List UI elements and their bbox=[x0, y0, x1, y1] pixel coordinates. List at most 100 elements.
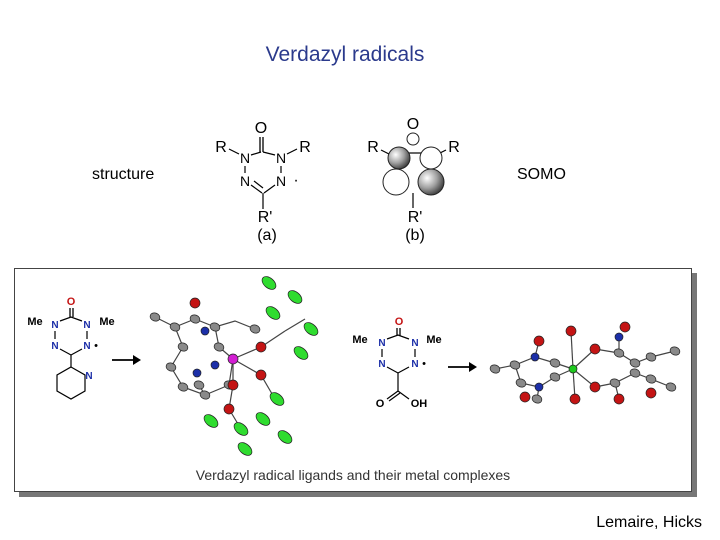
fluorine-atom bbox=[261, 276, 277, 290]
carbon-atom bbox=[199, 390, 211, 400]
pyridine-n: N bbox=[85, 371, 92, 382]
atom-n4: N bbox=[276, 173, 286, 189]
metal-atom bbox=[568, 364, 578, 374]
carbon-atom bbox=[165, 362, 177, 372]
reaction-arrow-2 bbox=[448, 362, 477, 372]
author-credit: Lemaire, Hicks bbox=[596, 514, 702, 531]
atom-o: O bbox=[407, 116, 419, 133]
atom-n: N bbox=[378, 338, 385, 349]
atom-n: N bbox=[411, 359, 418, 370]
panel-caption: Verdazyl radical ligands and their metal… bbox=[195, 467, 511, 483]
somo-label: SOMO bbox=[517, 166, 566, 183]
substituent-r-prime: R' bbox=[408, 209, 423, 226]
carbon-atom bbox=[645, 374, 657, 384]
caption-b: (b) bbox=[405, 227, 425, 244]
oxygen-atom bbox=[533, 335, 545, 347]
oxygen-atom bbox=[565, 325, 577, 337]
fluorine-atom bbox=[233, 422, 249, 436]
carbon-atom bbox=[669, 346, 681, 356]
carbon-atom bbox=[193, 380, 205, 390]
oxygen-atom bbox=[589, 381, 601, 393]
acid-o: O bbox=[376, 398, 385, 410]
structure-a: O R R N N N N · R' (a) bbox=[215, 120, 311, 244]
carbon-atom bbox=[177, 342, 189, 352]
carbon-atom bbox=[665, 382, 677, 392]
structure-label: structure bbox=[92, 166, 155, 183]
carbon-atom bbox=[489, 364, 501, 374]
oxygen-atom bbox=[519, 391, 531, 403]
reaction-arrow-1 bbox=[112, 355, 141, 365]
radical-dot: • bbox=[94, 340, 98, 352]
structure-b: O R R R' (b) bbox=[367, 116, 460, 244]
panel-frame: O Me Me N N N N • N bbox=[14, 268, 692, 492]
fluorine-atom bbox=[269, 392, 285, 406]
carbon-atom bbox=[515, 378, 527, 388]
carbon-atom bbox=[209, 322, 221, 332]
oxygen-atom bbox=[613, 393, 625, 405]
atom-n3: N bbox=[240, 173, 250, 189]
carbon-atom bbox=[549, 372, 561, 382]
fluorine-atom bbox=[203, 414, 219, 428]
methyl-right: Me bbox=[426, 334, 441, 346]
atom-r-left: R bbox=[215, 139, 227, 156]
oxygen-atom bbox=[227, 379, 239, 391]
fluorine-atom bbox=[303, 322, 319, 336]
carbon-atom bbox=[509, 360, 521, 370]
fluorine-atom bbox=[237, 442, 253, 456]
verdazyl-structure-diagram: O R R N N N N · R' (a) O R R bbox=[215, 116, 460, 244]
atom-n: N bbox=[378, 359, 385, 370]
atom-o: O bbox=[395, 316, 404, 328]
nitrogen-atom bbox=[534, 382, 544, 392]
radical-dot: · bbox=[293, 172, 298, 189]
carbon-atom bbox=[177, 382, 189, 392]
page-title: Verdazyl radicals bbox=[265, 43, 425, 66]
orbital-lobe-shaded bbox=[417, 168, 445, 196]
atom-r-right: R bbox=[448, 139, 460, 156]
carbon-atom bbox=[549, 358, 561, 368]
substituent-r-prime: R' bbox=[258, 209, 273, 226]
methyl-right: Me bbox=[99, 316, 114, 328]
ligand-2-structure: O Me Me N N N N • O OH bbox=[352, 316, 441, 410]
nitrogen-atom bbox=[530, 352, 540, 362]
fluorine-atom bbox=[277, 430, 293, 444]
carbon-atom bbox=[249, 324, 261, 334]
atom-r-left: R bbox=[367, 139, 379, 156]
oxygen-atom bbox=[255, 369, 267, 381]
metal-atom bbox=[227, 353, 239, 365]
carbon-atom bbox=[169, 322, 181, 332]
carbon-atom bbox=[149, 312, 161, 322]
atom-r-right: R bbox=[299, 139, 311, 156]
orbital-lobe-small bbox=[406, 132, 420, 146]
oxygen-atom bbox=[189, 297, 201, 309]
fluorine-atom bbox=[265, 306, 281, 320]
atom-o: O bbox=[67, 296, 76, 308]
carbon-atom bbox=[189, 314, 201, 324]
nitrogen-atom bbox=[614, 332, 624, 342]
oxygen-atom bbox=[255, 341, 267, 353]
atom-n1: N bbox=[240, 150, 250, 166]
oxygen-atom bbox=[569, 393, 581, 405]
complex-figure: O Me Me N N N N • N bbox=[27, 276, 681, 456]
nitrogen-atom bbox=[192, 368, 202, 378]
carbon-atom bbox=[609, 378, 621, 388]
atom-n: N bbox=[83, 320, 90, 331]
complex-figure-panel: O Me Me N N N N • N bbox=[14, 268, 700, 500]
methyl-left: Me bbox=[352, 334, 367, 346]
atom-n: N bbox=[51, 320, 58, 331]
carbon-atom bbox=[645, 352, 657, 362]
nitrogen-atom bbox=[210, 360, 220, 370]
carbon-atom bbox=[213, 342, 225, 352]
caption-a: (a) bbox=[257, 227, 277, 244]
oxygen-atom bbox=[223, 403, 235, 415]
fluorine-atom bbox=[293, 346, 309, 360]
orbital-lobe-shaded bbox=[387, 146, 411, 170]
carbon-atom bbox=[613, 348, 625, 358]
ligand-1-structure: O Me Me N N N N • N bbox=[27, 296, 115, 400]
fluorine-atom bbox=[255, 412, 271, 426]
oxygen-atom bbox=[619, 321, 631, 333]
atom-n: N bbox=[411, 338, 418, 349]
carbon-atom bbox=[629, 358, 641, 368]
methyl-left: Me bbox=[27, 316, 42, 328]
fluorine-atom bbox=[287, 290, 303, 304]
orbital-lobe-open bbox=[382, 168, 410, 196]
